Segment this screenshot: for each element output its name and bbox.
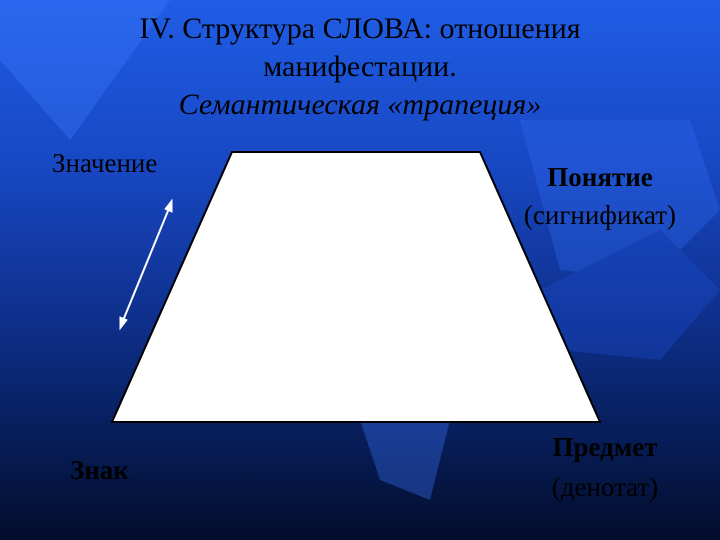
title-line-1: IV. Структура СЛОВА: отношения <box>139 12 581 45</box>
label-concept: Понятие <box>547 162 653 192</box>
background-shape <box>520 230 720 360</box>
label-denotate: (денотат) <box>551 472 659 502</box>
label-meaning: Значение <box>52 148 158 178</box>
label-object: Предмет <box>552 432 658 462</box>
double-arrow-icon <box>119 198 173 331</box>
background-shape <box>520 120 720 280</box>
slide-title: IV. Структура СЛОВА: отношения манифеста… <box>60 10 660 124</box>
title-line-2: манифестации. <box>263 50 457 83</box>
background-shape <box>0 0 170 140</box>
background-shape <box>360 420 450 500</box>
label-sign: Знак <box>70 455 129 485</box>
title-line-3: Семантическая «трапеция» <box>178 88 542 121</box>
semantic-trapezoid <box>110 151 602 423</box>
label-significate: (сигнификат) <box>523 200 677 230</box>
